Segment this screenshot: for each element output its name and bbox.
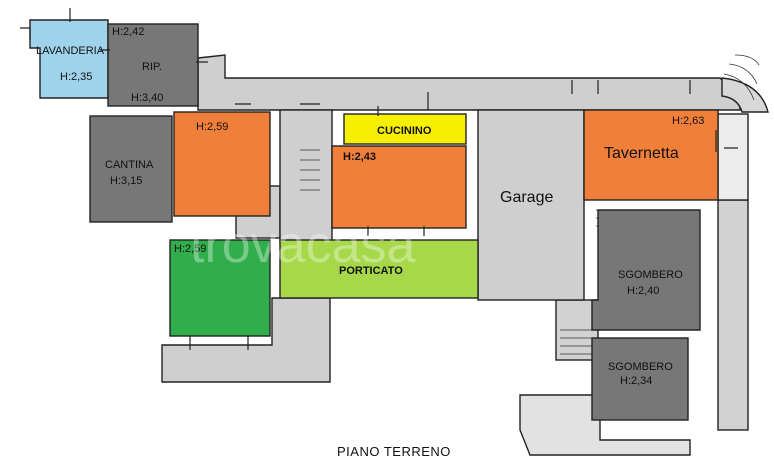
room-cantina: CANTINA H:3,15 xyxy=(89,115,173,223)
sgombero-2-name: SGOMBERO xyxy=(608,361,673,373)
room-rip: H:2,42 RIP. H:3,40 xyxy=(107,23,199,107)
east-passage xyxy=(717,199,749,431)
room-tavernetta: H:2,63 Tavernetta xyxy=(583,109,719,201)
room-garage: Garage xyxy=(477,109,585,301)
sgombero-2-height: H:2,34 xyxy=(620,375,652,387)
watermark: trovacasa xyxy=(190,216,416,274)
room-lavanderia: LAVANDERIA H:2,35 xyxy=(29,19,109,99)
cantina-height: H:3,15 xyxy=(110,175,142,187)
room-orange-west: H:2,59 xyxy=(173,111,271,217)
orange-room-height: H:2,59 xyxy=(196,121,228,133)
plan-caption: PIANO TERRENO xyxy=(337,444,451,459)
room-porticato: PORTICATO xyxy=(279,239,479,299)
rip-height-bottom: H:3,40 xyxy=(131,92,163,104)
tavernetta-height: H:2,63 xyxy=(672,115,704,127)
room-sgombero-1: SGOMBERO H:2,40 xyxy=(591,209,701,331)
garage-name: Garage xyxy=(500,189,553,206)
tavernetta-annex xyxy=(717,113,749,201)
sgombero-1-height: H:2,40 xyxy=(627,285,659,297)
cantina-name: CANTINA xyxy=(105,159,154,171)
lavanderia-height: H:2,35 xyxy=(60,71,92,83)
green-room-height: H:2,59 xyxy=(174,243,206,255)
sgombero-1-name: SGOMBERO xyxy=(618,269,683,281)
room-cucinino: CUCININO xyxy=(343,113,467,145)
central-room-height: H:2,43 xyxy=(343,151,376,163)
tavernetta-name: Tavernetta xyxy=(604,145,679,162)
window-marks xyxy=(20,8,738,350)
rip-name: RIP. xyxy=(142,61,162,73)
cucinino-name: CUCININO xyxy=(377,125,432,137)
room-green: H:2,59 xyxy=(169,239,271,337)
north-path xyxy=(197,54,741,111)
room-sgombero-2: SGOMBERO H:2,34 xyxy=(591,337,689,421)
porticato-name: PORTICATO xyxy=(339,265,403,277)
lavanderia-name: LAVANDERIA xyxy=(36,45,105,57)
rip-height-top: H:2,42 xyxy=(112,26,144,38)
room-central: H:2,43 xyxy=(331,145,467,229)
